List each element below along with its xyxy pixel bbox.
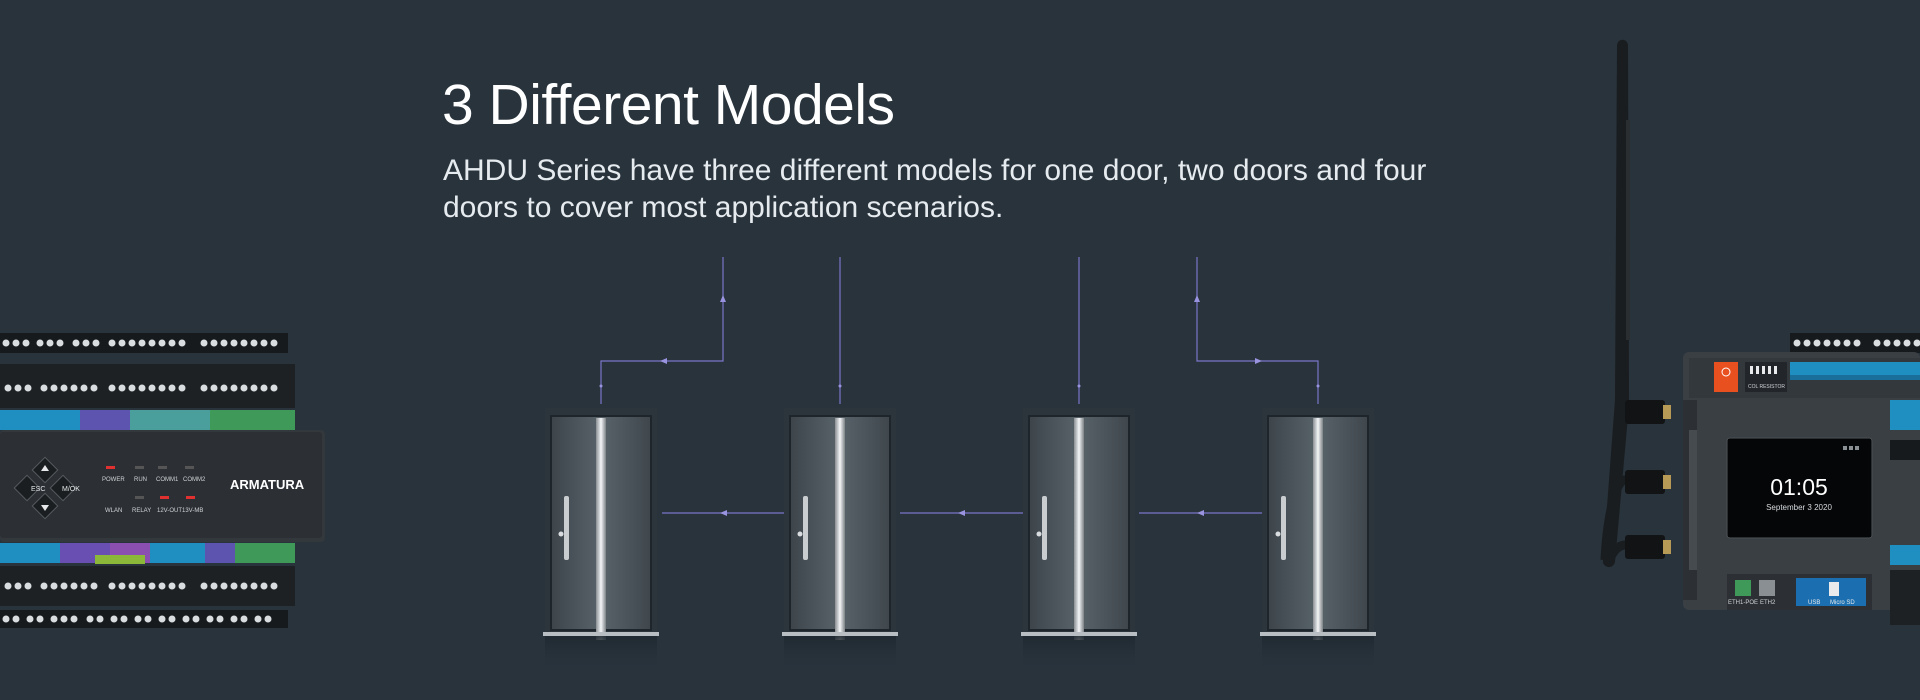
indicator-13v-mb: 13V-MB	[182, 508, 203, 514]
indicator-comm2: COMM2	[183, 477, 206, 483]
wire-arrows	[599, 295, 1320, 516]
bottom-label-strip	[0, 543, 295, 564]
indicator-wlan: WLAN	[105, 508, 122, 514]
indicator-relay: RELAY	[132, 508, 151, 514]
port-eth1-poe: ETH1-POE	[1728, 600, 1758, 606]
indicator-leds	[106, 466, 195, 499]
right-controller-device: COL RESISTOR 01:05 September 3 2020 ETH1…	[1600, 39, 1920, 625]
indicator-run: RUN	[134, 477, 147, 483]
col-resistor-label: COL RESISTOR	[1748, 384, 1785, 390]
page-title: 3 Different Models	[442, 73, 895, 137]
port-micro-sd: Micro SD	[1830, 600, 1855, 606]
clock-date: September 3 2020	[1766, 503, 1832, 512]
left-controller-device: ESC M/OK POWER RUN COMM1 COMM2 WLAN RELA…	[0, 333, 325, 628]
page-description: AHDU Series have three different models …	[443, 154, 1427, 224]
door-4	[1260, 408, 1376, 672]
clock-time: 01:05	[1770, 474, 1828, 500]
top-label-strip	[0, 410, 295, 430]
bottom-terminals	[0, 566, 295, 628]
wires	[600, 257, 1319, 514]
door-1	[543, 408, 659, 672]
port-usb: USB	[1808, 600, 1820, 606]
antenna-icon	[1600, 39, 1671, 568]
mok-key-label: M/OK	[62, 486, 80, 493]
top-terminals	[0, 333, 295, 408]
port-eth2: ETH2	[1760, 600, 1776, 606]
armatura-logo: ARMATURA	[230, 477, 305, 492]
keypad	[13, 456, 77, 520]
indicator-12v-out: 12V-OUT	[157, 508, 182, 514]
door-3	[1021, 408, 1137, 672]
esc-key-label: ESC	[31, 486, 45, 493]
indicator-comm1: COMM1	[156, 477, 179, 483]
indicator-power: POWER	[102, 477, 125, 483]
door-2	[782, 408, 898, 672]
